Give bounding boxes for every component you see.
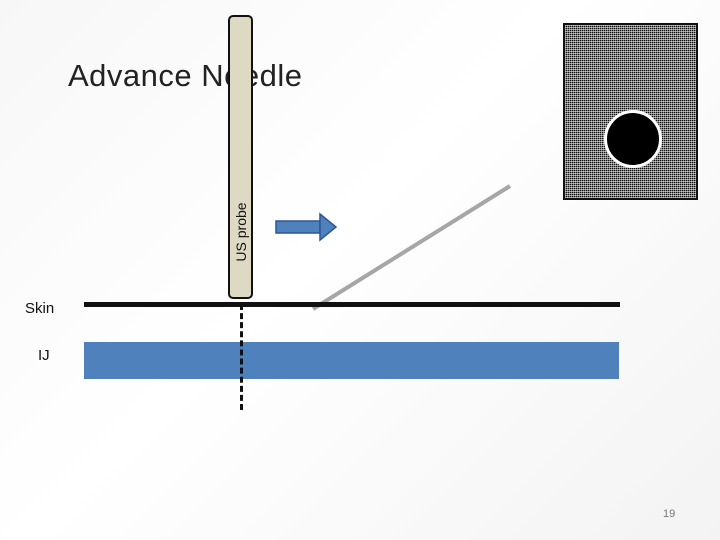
needle [313,186,510,309]
advance-arrow-icon [276,214,336,240]
ij-label: IJ [38,347,50,364]
ultrasound-beam-line [240,304,243,410]
page-number: 19 [663,508,675,520]
skin-label: Skin [25,300,54,317]
ij-vessel [84,342,619,379]
skin-line [84,302,620,307]
